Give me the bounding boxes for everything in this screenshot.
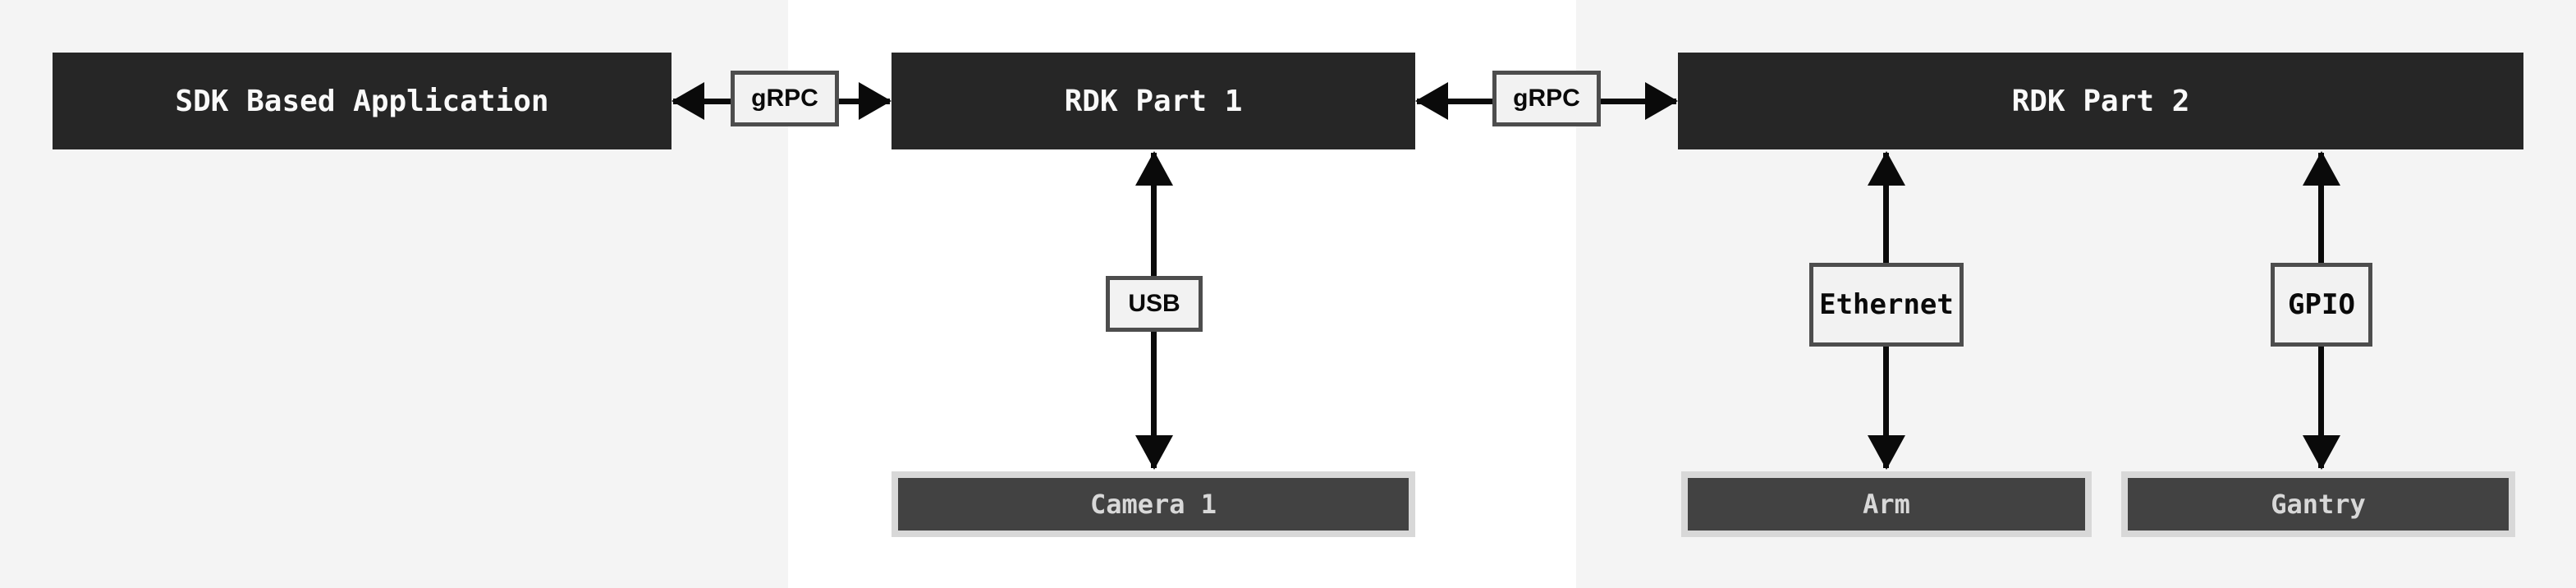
- node-camera-1: Camera 1: [892, 471, 1415, 537]
- connector-label-grpc-2: gRPC: [1492, 71, 1601, 126]
- connector-label-grpc-1: gRPC: [731, 71, 839, 126]
- node-sdk-based-application: SDK Based Application: [53, 53, 672, 149]
- node-arm-label: Arm: [1863, 489, 1910, 520]
- connector-label-usb: USB: [1106, 276, 1203, 332]
- arrowhead-up-icon: [2303, 151, 2340, 186]
- arrowhead-down-icon: [2303, 435, 2340, 470]
- arrowhead-left-icon: [1415, 82, 1448, 120]
- connector-label-gpio: GPIO: [2271, 263, 2372, 347]
- node-gantry-label: Gantry: [2271, 489, 2366, 520]
- arrowhead-right-icon: [1645, 82, 1678, 120]
- node-rdk2-label: RDK Part 2: [2011, 84, 2190, 118]
- node-gantry: Gantry: [2121, 471, 2515, 537]
- node-camera-1-inner: Camera 1: [898, 478, 1409, 531]
- node-arm: Arm: [1681, 471, 2092, 537]
- arrowhead-left-icon: [672, 82, 704, 120]
- gpio-label-text: GPIO: [2288, 288, 2355, 321]
- arrowhead-up-icon: [1135, 151, 1173, 186]
- ethernet-label-text: Ethernet: [1819, 288, 1954, 321]
- usb-label-text: USB: [1128, 290, 1180, 317]
- node-arm-inner: Arm: [1688, 478, 2085, 531]
- node-camera-1-label: Camera 1: [1089, 489, 1217, 520]
- grpc-1-label-text: gRPC: [751, 85, 818, 112]
- node-rdk-part-1: RDK Part 1: [892, 53, 1415, 149]
- node-rdk1-label: RDK Part 1: [1064, 84, 1243, 118]
- arrowhead-down-icon: [1868, 435, 1905, 470]
- node-rdk-part-2: RDK Part 2: [1678, 53, 2523, 149]
- arrowhead-down-icon: [1135, 435, 1173, 470]
- node-gantry-inner: Gantry: [2128, 478, 2509, 531]
- node-sdk-label: SDK Based Application: [175, 84, 549, 118]
- grpc-2-label-text: gRPC: [1513, 85, 1580, 112]
- arrowhead-up-icon: [1868, 151, 1905, 186]
- connector-label-ethernet: Ethernet: [1809, 263, 1964, 347]
- arrowhead-right-icon: [859, 82, 892, 120]
